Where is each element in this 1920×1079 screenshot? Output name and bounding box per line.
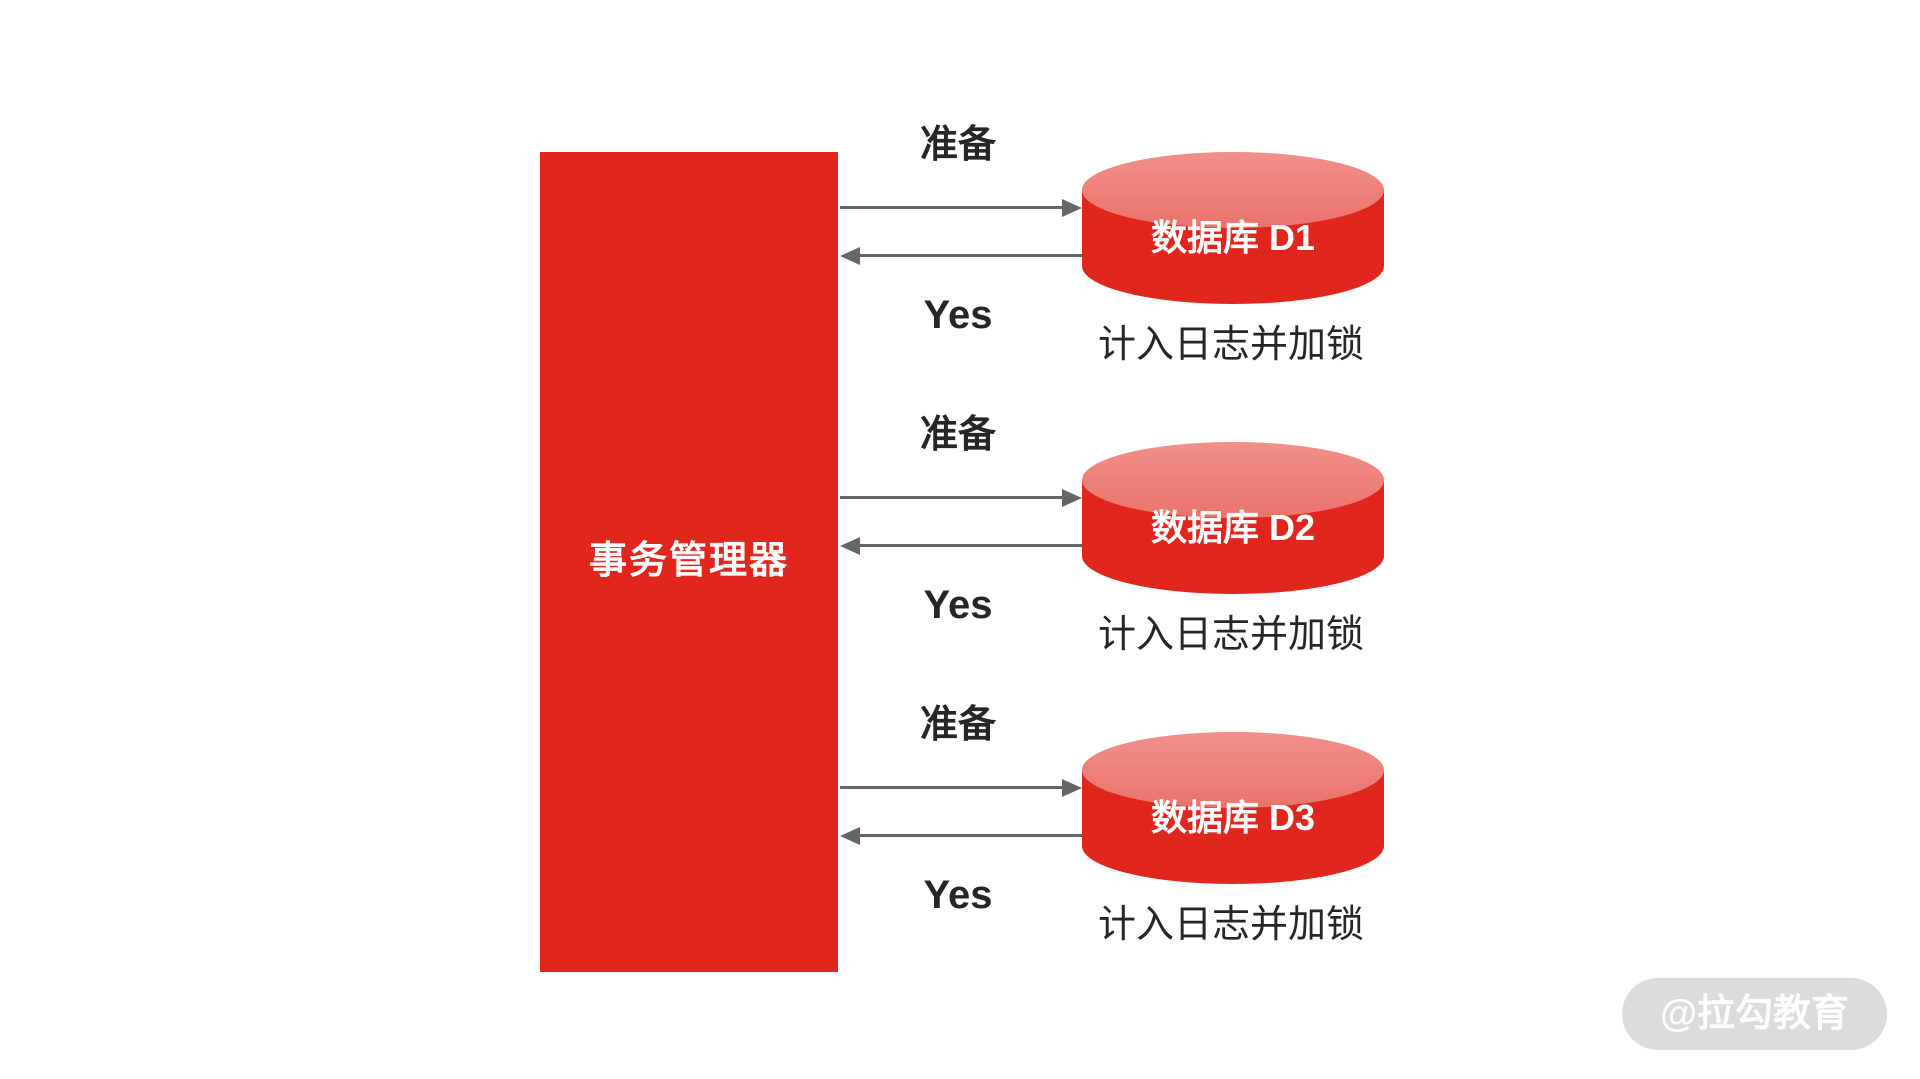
database-label: 数据库 D2 [1150, 507, 1316, 548]
database-label: 数据库 D3 [1150, 797, 1316, 838]
database-cylinder-d3: 数据库 D3 [1082, 732, 1384, 884]
arrowhead-right-icon [1062, 778, 1082, 797]
watermark-badge: @拉勾教育 [1622, 978, 1887, 1050]
arrowhead-left-icon [840, 826, 860, 845]
reply-arrow [840, 246, 1082, 265]
watermark-label: @拉勾教育 [1659, 993, 1850, 1035]
log-lock-note: 计入日志并加锁 [1097, 324, 1364, 366]
database-cylinder-icon [1082, 152, 1384, 304]
reply-arrow [840, 826, 1082, 845]
arrowhead-right-icon [1062, 488, 1082, 507]
prepare-label: 准备 [919, 124, 996, 166]
database-cylinder-icon [1082, 732, 1384, 884]
arrowhead-left-icon [840, 536, 860, 555]
arrowhead-left-icon [840, 246, 860, 265]
transaction-manager-box: 事务管理器 [540, 152, 838, 972]
yes-label: Yes [923, 873, 993, 917]
database-label: 数据库 D1 [1150, 217, 1316, 258]
arrowhead-right-icon [1062, 198, 1082, 217]
prepare-arrow [840, 778, 1082, 797]
transaction-manager-label: 事务管理器 [588, 540, 789, 583]
database-cylinder-icon [1082, 442, 1384, 594]
prepare-arrow [840, 488, 1082, 507]
log-lock-note: 计入日志并加锁 [1097, 904, 1364, 946]
prepare-label: 准备 [919, 704, 996, 746]
yes-label: Yes [923, 583, 993, 627]
prepare-arrow [840, 198, 1082, 217]
reply-arrow [840, 536, 1082, 555]
database-cylinder-d1: 数据库 D1 [1082, 152, 1384, 304]
yes-label: Yes [923, 293, 993, 337]
prepare-label: 准备 [919, 414, 996, 456]
log-lock-note: 计入日志并加锁 [1097, 614, 1364, 656]
database-cylinder-d2: 数据库 D2 [1082, 442, 1384, 594]
